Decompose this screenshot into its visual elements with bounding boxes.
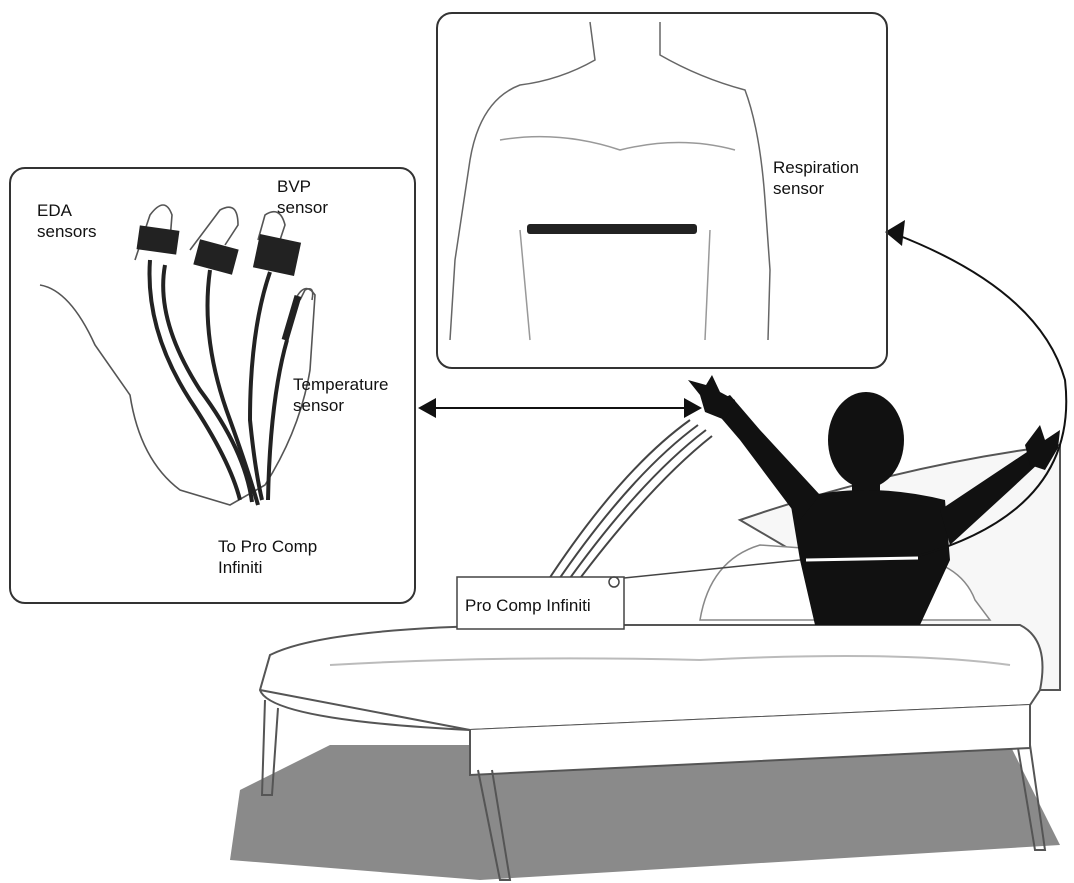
respiration-band (806, 558, 918, 560)
eda-sensors-label: EDA sensors (37, 200, 97, 242)
respiration-sensor-label: Respiration sensor (773, 157, 859, 199)
hand-arrow-head-right (684, 398, 702, 418)
temperature-sensor-label: Temperature sensor (293, 374, 388, 416)
hand-cables (545, 420, 712, 585)
respiration-arrow (885, 220, 905, 246)
bvp-sensor-label: BVP sensor (277, 176, 328, 218)
procomp-device-label: Pro Comp Infiniti (465, 595, 591, 616)
to-procomp-label: To Pro Comp Infiniti (218, 536, 317, 578)
hand-arrow-head-left (418, 398, 436, 418)
